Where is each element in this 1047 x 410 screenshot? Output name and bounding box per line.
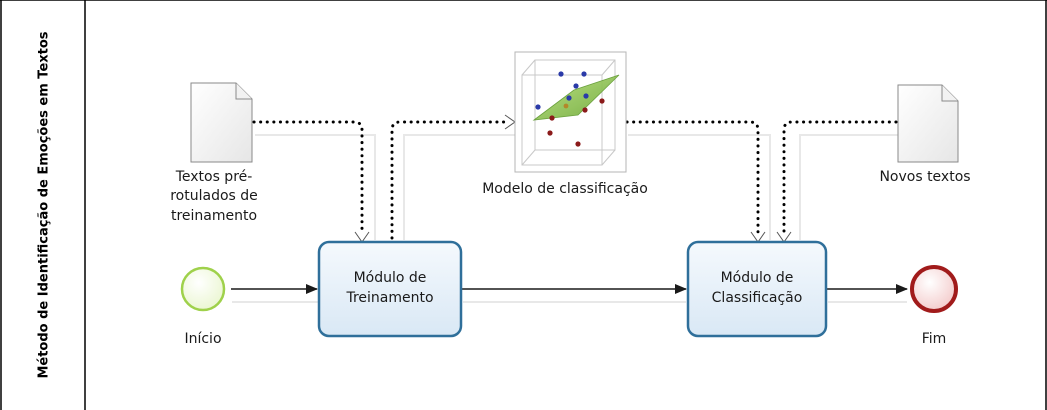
model-label: Modelo de classificação <box>482 181 648 197</box>
new-texts-label: Novos textos <box>879 169 970 185</box>
document-icon-new-texts[interactable] <box>897 84 959 163</box>
data-associations <box>252 120 898 240</box>
assoc-model-to-classification <box>625 120 760 234</box>
arrowhead-model-in <box>504 114 516 130</box>
training-texts-label-1: Textos pré- <box>175 169 253 185</box>
task-classification-line2: Classificação <box>712 290 803 306</box>
3d-scatter-plane-icon[interactable] <box>514 51 627 173</box>
training-texts-label-2: rotulados de <box>170 188 258 204</box>
task-training-line2: Treinamento <box>345 290 433 306</box>
connector-shadows <box>232 134 907 303</box>
task-training-line1: Módulo de <box>354 270 427 286</box>
document-icon-training-texts[interactable] <box>190 82 253 163</box>
task-classification-line1: Módulo de <box>721 270 794 286</box>
training-texts-label-3: treinamento <box>171 208 257 224</box>
start-event-label: Início <box>184 331 221 347</box>
arrowhead-training-in <box>354 231 370 243</box>
end-event[interactable] <box>910 265 958 313</box>
pool-title: Método de Identificação de Emoções em Te… <box>37 31 52 378</box>
assoc-training-to-model <box>390 120 507 240</box>
arrowhead-classification-in-2 <box>776 231 792 243</box>
start-event[interactable] <box>180 266 226 312</box>
task-training[interactable]: Módulo de Treinamento <box>317 240 463 338</box>
assoc-texts-to-training <box>252 120 364 234</box>
task-classification[interactable]: Módulo de Classificação <box>686 240 828 338</box>
end-event-label: Fim <box>922 331 947 347</box>
